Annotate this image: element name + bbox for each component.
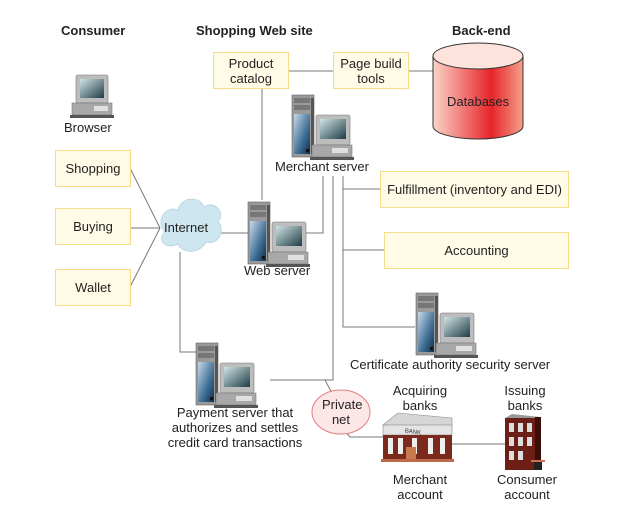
payment-server-line2: authorizes and settles [171, 420, 299, 435]
payment-server-icon [195, 342, 259, 409]
merchant-server-icon [291, 94, 355, 161]
line-payment-privatenet [270, 379, 334, 396]
web-server-label: Web server [244, 263, 311, 278]
product-catalog-line2: catalog [230, 70, 272, 86]
header-consumer: Consumer [61, 23, 126, 38]
line-merchant-payment [270, 176, 334, 381]
private-net-line1: Private [322, 397, 363, 412]
browser-pc-icon [69, 74, 115, 119]
connection-lines [129, 70, 505, 445]
line-webserver-merchant [306, 176, 324, 234]
product-catalog-line1: Product [228, 55, 274, 71]
merchant-server-label: Merchant server [275, 159, 369, 174]
browser-label: Browser [64, 120, 112, 135]
line-merchant-backend-bus [342, 176, 415, 328]
payment-server-line3: credit card transactions [167, 435, 303, 450]
cert-server-label: Certificate authority security server [350, 357, 551, 372]
page-build-tools-box: Page build tools [333, 52, 409, 89]
acquiring-line1: Acquiring [392, 383, 448, 398]
accounting-box: Accounting [384, 232, 569, 269]
issuing-banks-label: Issuing banks [497, 383, 553, 413]
line-internet-payment [179, 252, 196, 353]
line-wallet-internet [129, 227, 161, 288]
databases-label: Databases [447, 94, 510, 109]
database-icon [432, 42, 524, 140]
consumer-account-line1: Consumer [497, 472, 557, 487]
page-build-tools-line1: Page build [340, 55, 402, 71]
private-net-ellipse [311, 389, 371, 435]
private-net-label: Private net [322, 397, 363, 427]
consumer-box-wallet: Wallet [55, 269, 131, 306]
product-catalog-box: Product catalog [213, 52, 289, 89]
merchant-account-line2: account [397, 487, 443, 502]
acquiring-line2: banks [402, 398, 438, 413]
private-net-line2: net [331, 412, 351, 427]
line-shopping-internet [129, 167, 161, 229]
consumer-account-label: Consumer account [495, 472, 559, 502]
consumer-box-buying: Buying [55, 208, 131, 245]
page-build-tools-line2: tools [357, 70, 385, 86]
fulfillment-box: Fulfillment (inventory and EDI) [380, 171, 569, 208]
bank-sign: BANK [404, 428, 421, 436]
internet-cloud-icon [160, 198, 222, 252]
issuing-line1: Issuing [504, 383, 546, 398]
internet-label: Internet [164, 220, 209, 235]
acquiring-bank-icon: BANK [381, 412, 454, 462]
merchant-account-line1: Merchant [392, 472, 448, 487]
issuing-line2: banks [507, 398, 543, 413]
acquiring-banks-label: Acquiring banks [388, 383, 452, 413]
header-shopping-site: Shopping Web site [196, 23, 313, 38]
cert-server-icon [415, 292, 479, 359]
consumer-account-line2: account [504, 487, 550, 502]
payment-server-line1: Payment server that [176, 405, 294, 420]
payment-server-label: Payment server that authorizes and settl… [160, 405, 310, 450]
issuing-bank-icon [505, 414, 545, 470]
consumer-box-shopping: Shopping [55, 150, 131, 187]
web-server-icon [247, 201, 311, 268]
header-backend: Back-end [452, 23, 511, 38]
merchant-account-label: Merchant account [388, 472, 452, 502]
